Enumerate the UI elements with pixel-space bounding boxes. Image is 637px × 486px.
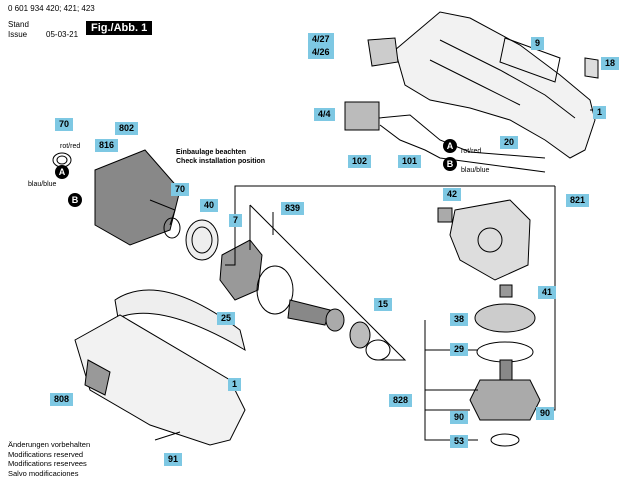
callout-828: 828 bbox=[389, 394, 413, 407]
callout-90-right: 90 bbox=[536, 407, 555, 420]
callout-42: 42 bbox=[443, 188, 462, 201]
issue-date: 05-03-21 bbox=[46, 30, 79, 39]
callout-839: 839 bbox=[281, 202, 305, 215]
callout-101: 101 bbox=[398, 155, 422, 168]
callout-41: 41 bbox=[538, 286, 557, 299]
callout-15: 15 bbox=[374, 298, 393, 311]
note-blau-blue-left: blau/blue bbox=[28, 181, 57, 188]
lower-housing-shape bbox=[74, 314, 246, 446]
callout-821: 821 bbox=[566, 194, 590, 207]
footer-fr: Modifications reservees bbox=[8, 459, 87, 468]
callout-18: 18 bbox=[601, 57, 620, 70]
upper-housing-shape bbox=[394, 11, 596, 159]
note-install-de: Einbaulage beachten bbox=[176, 149, 247, 156]
marker-b-left: B bbox=[68, 193, 82, 207]
callout-4-4: 4/4 bbox=[314, 108, 335, 121]
note-rot-red-left: rot/red bbox=[60, 143, 81, 150]
guard-shape bbox=[114, 289, 246, 352]
stand-label: Stand bbox=[8, 20, 29, 29]
callout-4-27: 4/27 bbox=[308, 33, 334, 46]
callout-38: 38 bbox=[450, 313, 469, 326]
callout-91: 91 bbox=[164, 453, 183, 466]
marker-a-left: A bbox=[55, 165, 69, 179]
footer-en: Modifications reserved bbox=[8, 449, 84, 459]
callout-802: 802 bbox=[115, 122, 139, 135]
callout-808: 808 bbox=[50, 393, 74, 406]
marker-a-right: A bbox=[443, 139, 457, 153]
callout-40: 40 bbox=[200, 199, 219, 212]
figure-label: Fig./Abb. 1 bbox=[86, 21, 153, 35]
callout-7: 7 bbox=[229, 214, 243, 227]
footer-notes: Änderungen vorbehalten Modifications res… bbox=[8, 440, 90, 478]
callout-4-26: 4/26 bbox=[308, 46, 334, 59]
gear-housing-shape bbox=[449, 199, 531, 281]
callout-1-bottom: 1 bbox=[228, 378, 242, 391]
footer-de: Änderungen vorbehalten bbox=[8, 440, 91, 449]
note-rot-red-right: rot/red bbox=[461, 148, 482, 155]
callout-1-top: 1 bbox=[593, 106, 607, 119]
callout-102: 102 bbox=[348, 155, 372, 168]
part-number: 0 601 934 420; 421; 423 bbox=[8, 4, 95, 13]
note-blau-blue-right: blau/blue bbox=[461, 167, 490, 174]
motor-shape bbox=[94, 149, 181, 246]
callout-20: 20 bbox=[500, 136, 519, 149]
marker-b-right: B bbox=[443, 157, 457, 171]
note-install-en: Check installation position bbox=[176, 158, 266, 165]
callout-90-left: 90 bbox=[450, 411, 469, 424]
footer-es: Salvo modificaciones bbox=[8, 468, 79, 478]
callout-70-left: 70 bbox=[55, 118, 74, 131]
callout-29: 29 bbox=[450, 343, 469, 356]
callout-53: 53 bbox=[450, 435, 469, 448]
callout-816: 816 bbox=[95, 139, 119, 152]
callout-25: 25 bbox=[217, 312, 236, 325]
issue-label: Issue bbox=[8, 30, 28, 39]
callout-9: 9 bbox=[531, 37, 545, 50]
callout-70-right: 70 bbox=[171, 183, 190, 196]
pad-shape bbox=[499, 37, 561, 83]
